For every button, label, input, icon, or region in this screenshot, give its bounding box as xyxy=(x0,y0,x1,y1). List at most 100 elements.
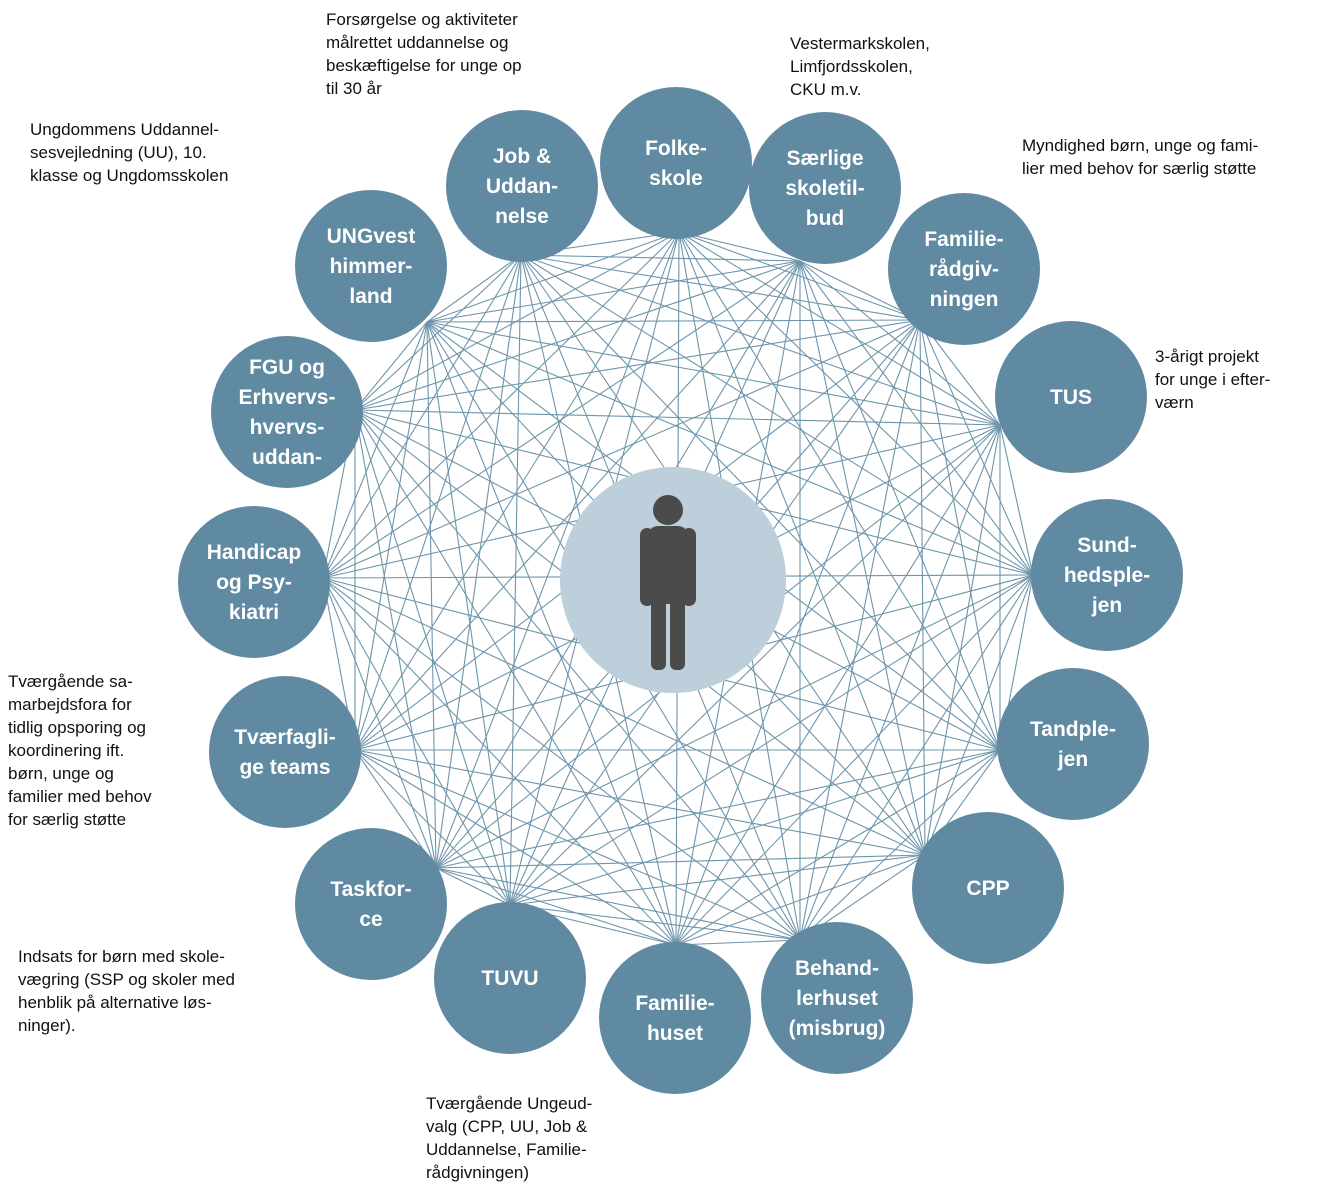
connector-line xyxy=(354,409,437,869)
node-label-line: Familie- xyxy=(924,228,1003,251)
connector-line xyxy=(354,749,926,856)
note-tvaerfaglige-teams: Tværgående sa- marbejdsfora for tidlig o… xyxy=(8,672,152,829)
node-taskforce: Taskfor-ce xyxy=(295,828,447,980)
connector-line xyxy=(322,577,437,869)
node-label-line: lerhuset xyxy=(796,987,878,1010)
node-label-line: jen xyxy=(1091,594,1122,617)
connector-line xyxy=(678,231,801,262)
connector-line xyxy=(322,577,801,941)
connector-line xyxy=(354,254,522,751)
node-label-line: Handicap xyxy=(207,541,302,564)
connector-line xyxy=(675,424,1001,946)
note-tus: 3-årigt projekt for unge i efter- værn xyxy=(1155,347,1271,412)
connector-line xyxy=(354,254,522,411)
node-label-line: Sund- xyxy=(1077,534,1136,557)
note-taskforce: Indsats for børn med skole- vægring (SSP… xyxy=(18,947,236,1035)
connector-line xyxy=(799,574,1034,941)
hub xyxy=(560,467,786,693)
connector-line xyxy=(435,231,680,869)
connector-line xyxy=(426,321,511,906)
connector-line xyxy=(322,254,522,579)
node-circle xyxy=(211,336,363,488)
node-label-line: bud xyxy=(806,207,844,230)
node-label-line: uddan- xyxy=(252,446,322,469)
connector-line xyxy=(354,749,511,906)
node-label-line: Familie- xyxy=(635,992,714,1015)
node-label-line: rådgiv- xyxy=(929,258,999,281)
node-familiehuset: Familie-huset xyxy=(599,942,751,1094)
node-sundhedsplejen: Sund-hedsple-jen xyxy=(1031,499,1183,651)
node-label-line: Tværfagli- xyxy=(234,726,336,749)
connector-line xyxy=(509,254,522,906)
node-label: Folke-skole xyxy=(645,137,707,190)
connector-line xyxy=(354,231,680,411)
connector-line xyxy=(354,319,921,411)
connector-line xyxy=(322,319,921,579)
node-circle xyxy=(749,112,901,264)
connector-line xyxy=(799,260,926,856)
note-ungvest: Ungdommens Uddannel- sesvejledning (UU),… xyxy=(30,120,229,185)
connector-line xyxy=(435,867,511,906)
connector-line xyxy=(426,254,522,323)
node-label: Familie-rådgiv-ningen xyxy=(924,228,1003,311)
connector-line xyxy=(924,574,1034,856)
connector-line xyxy=(426,321,1001,426)
connector-line xyxy=(678,231,926,856)
node-label: Tandple-jen xyxy=(1030,718,1116,771)
connector-line xyxy=(678,231,1034,576)
connector-line xyxy=(678,231,1001,751)
connector-line xyxy=(435,574,1034,869)
connector-line xyxy=(799,260,921,321)
node-folkeskole: Folke-skole xyxy=(600,87,752,239)
node-tuvu: TUVU xyxy=(434,902,586,1054)
connector-line xyxy=(799,260,1034,576)
node-tvaerfaglige-teams: Tværfagli-ge teams xyxy=(209,676,361,828)
connector-line xyxy=(520,254,1001,751)
node-label-line: UNGvest xyxy=(327,225,416,248)
node-label-line: himmer- xyxy=(330,255,413,278)
note-job-uddannelse: Forsørgelse og aktiviteter målrettet udd… xyxy=(326,10,522,98)
connector-line xyxy=(354,260,801,411)
person-icon xyxy=(640,495,696,670)
node-label-line: hvervs- xyxy=(250,416,325,439)
node-label-line: Job & xyxy=(493,145,551,168)
connector-line xyxy=(426,321,677,946)
node-label-line: ce xyxy=(359,908,382,931)
connector-line xyxy=(322,321,428,579)
connector-line xyxy=(509,574,1034,906)
node-label-line: Særlige xyxy=(786,147,863,170)
node-label-line: ge teams xyxy=(239,756,330,779)
connector-line xyxy=(322,260,801,579)
connector-line xyxy=(354,260,801,751)
node-label-line: ningen xyxy=(930,288,999,311)
node-circle xyxy=(995,321,1147,473)
node-familieraadgivningen: Familie-rådgiv-ningen xyxy=(888,193,1040,345)
note-familiehuset: Tværgående Ungeud- valg (CPP, UU, Job & … xyxy=(426,1094,593,1182)
node-job-uddannelse: Job &Uddan-nelse xyxy=(446,110,598,262)
node-circle xyxy=(599,942,751,1094)
node-label-line: (misbrug) xyxy=(789,1017,886,1040)
connector-line xyxy=(675,574,1034,946)
connector-line xyxy=(354,409,677,946)
connector-line xyxy=(999,424,1034,576)
connector-line xyxy=(322,577,511,906)
node-label: Job &Uddan-nelse xyxy=(486,145,558,228)
node-circle xyxy=(446,110,598,262)
node-label-line: Uddan- xyxy=(486,175,558,198)
node-label: Taskfor-ce xyxy=(330,878,411,931)
node-circle xyxy=(1031,499,1183,651)
connector-line xyxy=(426,321,1034,576)
node-label-line: Taskfor- xyxy=(330,878,411,901)
note-saerlige-skoletilbud: Vestermarkskolen, Limfjordsskolen, CKU m… xyxy=(790,34,930,99)
node-label: Familie-huset xyxy=(635,992,714,1045)
node-label: Sund-hedsple-jen xyxy=(1064,534,1150,617)
connector-line xyxy=(799,260,1001,751)
node-label: TUS xyxy=(1050,386,1092,409)
connector-line xyxy=(322,577,926,856)
